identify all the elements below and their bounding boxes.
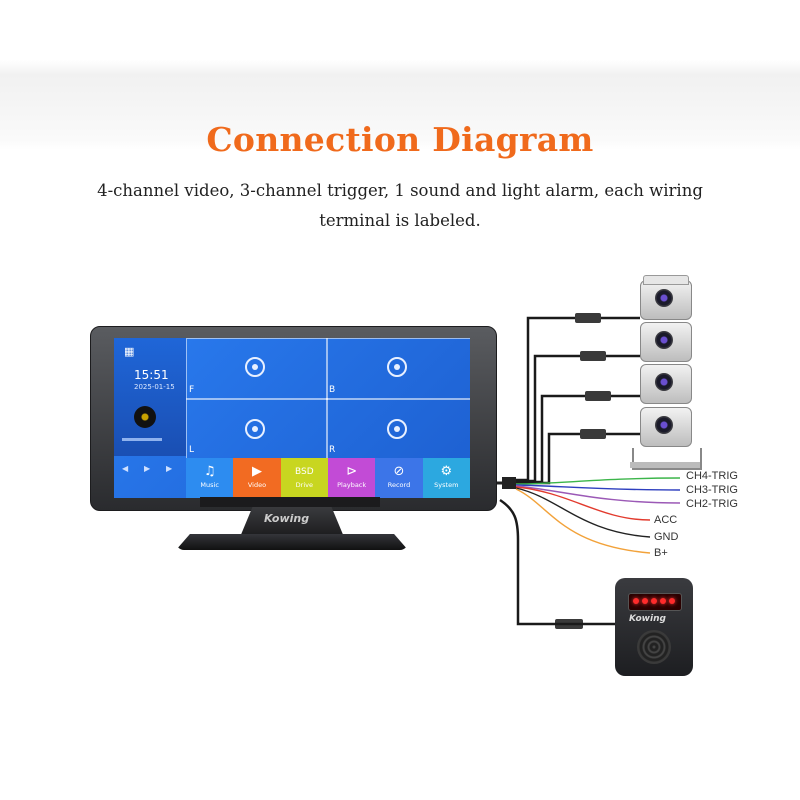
gear-icon: ⚙ [440, 464, 453, 479]
label-ch4-trig: CH4-TRIG [686, 470, 738, 482]
monitor-screen: ▦ 15:51 2025-01-15 ◀ ▶ ▶ F B L R ♫ Music… [114, 338, 470, 498]
camera-lens-icon [655, 289, 673, 307]
next-icon: ▶ [166, 464, 173, 473]
screen-date: 2025-01-15 [134, 383, 175, 391]
app-label: Record [387, 481, 411, 489]
camera-lens-icon [655, 416, 673, 434]
monitor-stand-base [176, 534, 408, 550]
camera-1 [640, 275, 692, 320]
label-gnd: GND [654, 531, 679, 543]
app-record[interactable]: ⊘ Record [375, 458, 423, 498]
camera-icon [245, 357, 265, 377]
quad-label-front: F [189, 385, 195, 395]
page-title: Connection Diagram [206, 120, 594, 159]
app-dock: ♫ Music ▶ Video BSD Drive ⊳ Playback ⊘ R… [186, 458, 470, 498]
sound-light-alarm: Kowing [615, 578, 693, 676]
vinyl-icon [134, 406, 156, 428]
app-video[interactable]: ▶ Video [233, 458, 281, 498]
connector-3 [585, 391, 611, 401]
camera-lens-icon [655, 331, 673, 349]
play-control-icon: ▶ [144, 464, 151, 473]
label-acc: ACC [654, 514, 678, 526]
camera-cable-2 [516, 354, 640, 483]
quad-right: R [326, 398, 470, 460]
monitor-chin [200, 497, 380, 507]
track-info [122, 438, 162, 441]
label-bplus: B+ [654, 547, 668, 559]
label-ch2-trig: CH2-TRIG [686, 498, 738, 510]
header-background [0, 0, 800, 150]
alarm-led-bar [628, 593, 682, 611]
grid-icon: ▦ [124, 345, 135, 358]
app-label: Drive [295, 481, 313, 489]
alarm-brand-logo: Kowing [629, 614, 666, 624]
camera-4 [640, 407, 692, 447]
subtitle-line-2: terminal is labeled. [319, 211, 481, 230]
wire-acc [515, 486, 651, 521]
app-playback[interactable]: ⊳ Playback [327, 458, 376, 498]
wire-ch3-trig [515, 484, 681, 491]
home-panel: ▦ 15:51 2025-01-15 [114, 338, 186, 456]
camera-2 [640, 322, 692, 362]
quad-back: B [326, 338, 470, 400]
app-drive[interactable]: BSD Drive [280, 458, 328, 498]
wire-ch4-trig [515, 477, 681, 485]
wire-gnd [515, 487, 651, 538]
app-label: Music [200, 481, 219, 489]
bsd-icon: BSD [294, 467, 314, 477]
screen-clock: 15:51 [134, 368, 169, 382]
quad-left: L [186, 398, 328, 460]
label-ch3-trig: CH3-TRIG [686, 484, 738, 496]
camera-lens-icon [655, 373, 673, 391]
app-label: System [434, 481, 459, 489]
camera-icon [245, 419, 265, 439]
connector-1 [575, 313, 601, 323]
app-system[interactable]: ⚙ System [422, 458, 470, 498]
alarm-cable [499, 498, 615, 626]
app-label: Video [247, 481, 267, 489]
quad-label-left: L [189, 445, 195, 455]
speaker-grille [637, 630, 671, 664]
subtitle-line-1: 4-channel video, 3-channel trigger, 1 so… [97, 181, 703, 200]
camera-icon [387, 419, 407, 439]
record-icon: ⊘ [393, 464, 405, 479]
camera-mount-bracket [632, 448, 702, 470]
camera-icon [387, 357, 407, 377]
camera-mount-base [630, 462, 700, 468]
app-music[interactable]: ♫ Music [186, 458, 234, 498]
wire-ch2-trig [515, 485, 681, 504]
camera-3 [640, 364, 692, 404]
connector-2 [580, 351, 606, 361]
connector-4 [580, 429, 606, 439]
music-icon: ♫ [203, 464, 216, 479]
monitor-stand [240, 507, 344, 537]
page-subtitle: 4-channel video, 3-channel trigger, 1 so… [80, 176, 720, 236]
quad-front: F [186, 338, 328, 400]
quad-label-right: R [329, 445, 336, 455]
wire-bplus [515, 488, 651, 554]
app-label: Playback [337, 481, 367, 489]
play-icon: ▶ [251, 464, 262, 479]
playback-icon: ⊳ [346, 464, 358, 479]
junction-box [502, 477, 516, 489]
quad-label-back: B [329, 385, 336, 395]
stand-brand-logo: Kowing [264, 512, 310, 525]
prev-icon: ◀ [122, 464, 129, 473]
